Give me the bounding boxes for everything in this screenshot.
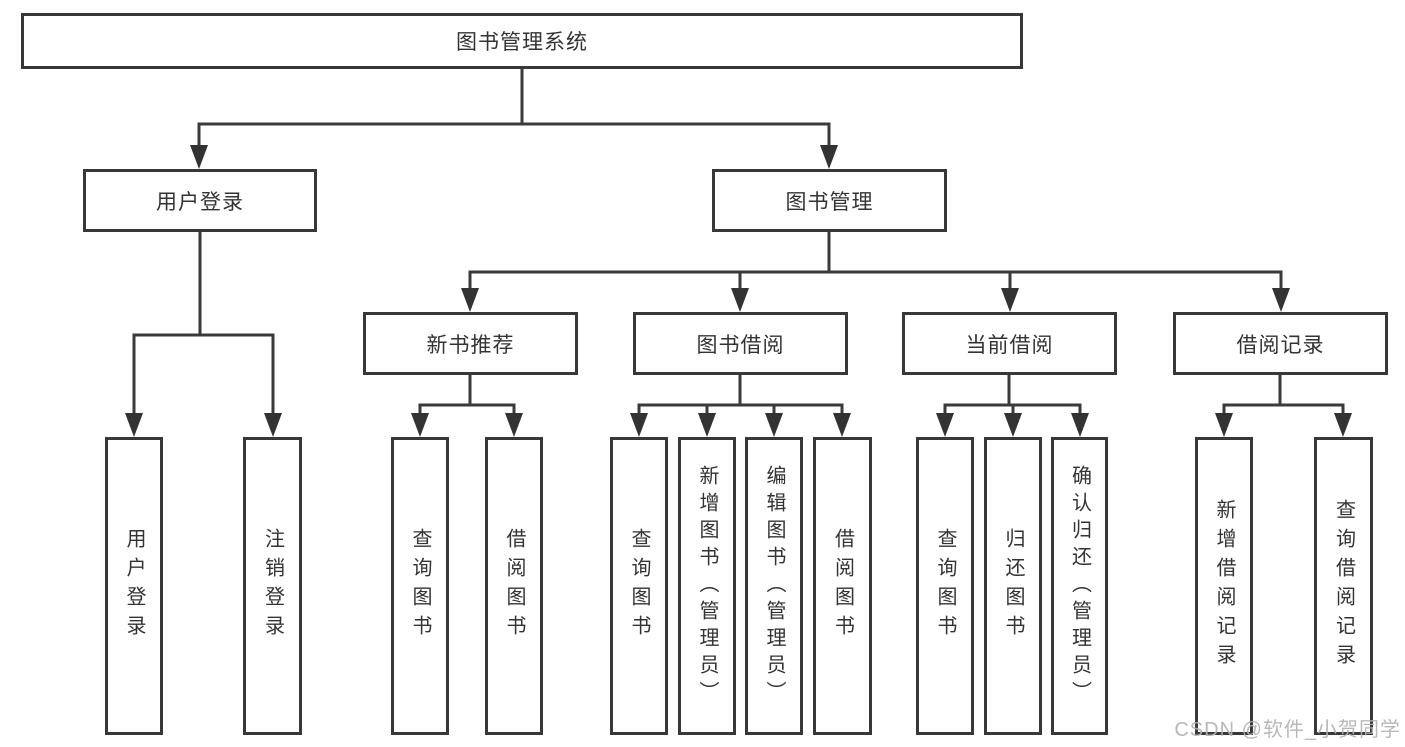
leaf-cb-return-books: 归还图书 bbox=[984, 437, 1042, 735]
csdn-watermark: CSDN @软件_小贺同学 bbox=[1174, 719, 1401, 741]
leaf-br-add-record: 新增借阅记录 bbox=[1195, 437, 1253, 735]
node-book-management: 图书管理 bbox=[712, 169, 947, 232]
leaf-bb-add-books-label: 新增图书（管理员） bbox=[696, 464, 718, 708]
leaf-bb-query-books-label: 查询图书 bbox=[628, 528, 650, 644]
leaf-bb-edit-books: 编辑图书（管理员） bbox=[745, 437, 803, 735]
node-current-borrow-label: 当前借阅 bbox=[965, 333, 1054, 357]
node-root: 图书管理系统 bbox=[21, 13, 1023, 69]
leaf-br-query-record: 查询借阅记录 bbox=[1314, 437, 1373, 735]
leaf-bb-borrow-books: 借阅图书 bbox=[813, 437, 872, 735]
leaf-cb-query-books-label: 查询图书 bbox=[934, 528, 956, 644]
node-book-borrow-label: 图书借阅 bbox=[696, 333, 785, 357]
node-user-login-label: 用户登录 bbox=[156, 190, 244, 214]
leaf-logout: 注销登录 bbox=[243, 437, 302, 735]
leaf-br-add-record-label: 新增借阅记录 bbox=[1213, 499, 1235, 673]
leaf-bb-add-books: 新增图书（管理员） bbox=[678, 437, 736, 735]
leaf-cb-return-books-label: 归还图书 bbox=[1002, 528, 1024, 644]
leaf-user-login-label: 用户登录 bbox=[123, 528, 145, 644]
leaf-nbr-query-books: 查询图书 bbox=[391, 437, 449, 735]
leaf-cb-query-books: 查询图书 bbox=[916, 437, 974, 735]
node-borrow-records-label: 借阅记录 bbox=[1236, 333, 1325, 357]
leaf-nbr-query-books-label: 查询图书 bbox=[409, 528, 431, 644]
leaf-logout-label: 注销登录 bbox=[261, 528, 284, 644]
leaf-nbr-borrow-books: 借阅图书 bbox=[485, 437, 543, 735]
leaf-bb-edit-books-label: 编辑图书（管理员） bbox=[763, 464, 785, 708]
node-root-label: 图书管理系统 bbox=[456, 31, 588, 54]
leaf-bb-query-books: 查询图书 bbox=[610, 437, 668, 735]
node-new-book-recommend: 新书推荐 bbox=[363, 312, 578, 375]
connector-arrowheads bbox=[125, 145, 1352, 437]
leaf-nbr-borrow-books-label: 借阅图书 bbox=[503, 528, 525, 644]
leaf-br-query-record-label: 查询借阅记录 bbox=[1332, 499, 1355, 673]
leaf-bb-borrow-books-label: 借阅图书 bbox=[831, 528, 854, 644]
node-current-borrow: 当前借阅 bbox=[902, 312, 1117, 375]
leaf-cb-confirm-return-label: 确认归还（管理员） bbox=[1068, 464, 1091, 708]
node-book-borrow: 图书借阅 bbox=[633, 312, 848, 375]
node-book-management-label: 图书管理 bbox=[785, 190, 874, 214]
leaf-cb-confirm-return: 确认归还（管理员） bbox=[1051, 437, 1108, 735]
node-user-login: 用户登录 bbox=[83, 169, 317, 232]
node-new-book-recommend-label: 新书推荐 bbox=[426, 333, 515, 357]
node-borrow-records: 借阅记录 bbox=[1173, 312, 1388, 375]
leaf-user-login: 用户登录 bbox=[105, 437, 163, 735]
